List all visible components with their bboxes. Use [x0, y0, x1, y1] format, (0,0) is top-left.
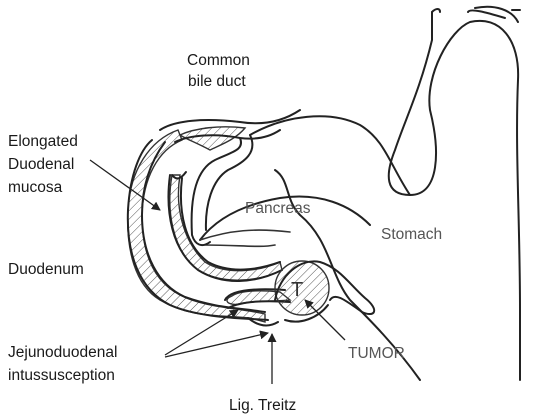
pancreas-label: Pancreas — [245, 200, 311, 217]
elongated-label-1: Elongated — [8, 133, 78, 150]
stomach-outline — [275, 7, 520, 380]
tumor-letter: T — [291, 279, 303, 301]
elongated-label-2: Duodenal — [8, 156, 74, 173]
stomach-label: Stomach — [381, 226, 442, 243]
elongated-label-3: mucosa — [8, 179, 63, 196]
tumor-pointer — [305, 300, 345, 340]
lig-treitz-label: Lig. Treitz — [229, 397, 296, 414]
tumor-mass — [275, 261, 374, 322]
intussusception-label-1: Jejunoduodenal — [8, 344, 117, 361]
duodenum-label: Duodenum — [8, 261, 84, 278]
tumor-label: TUMOR — [348, 345, 405, 362]
intussusception-label-2: intussusception — [8, 367, 115, 384]
common-bile-duct-label-1: Common — [187, 52, 250, 69]
common-bile-duct-label-2: bile duct — [188, 73, 246, 90]
